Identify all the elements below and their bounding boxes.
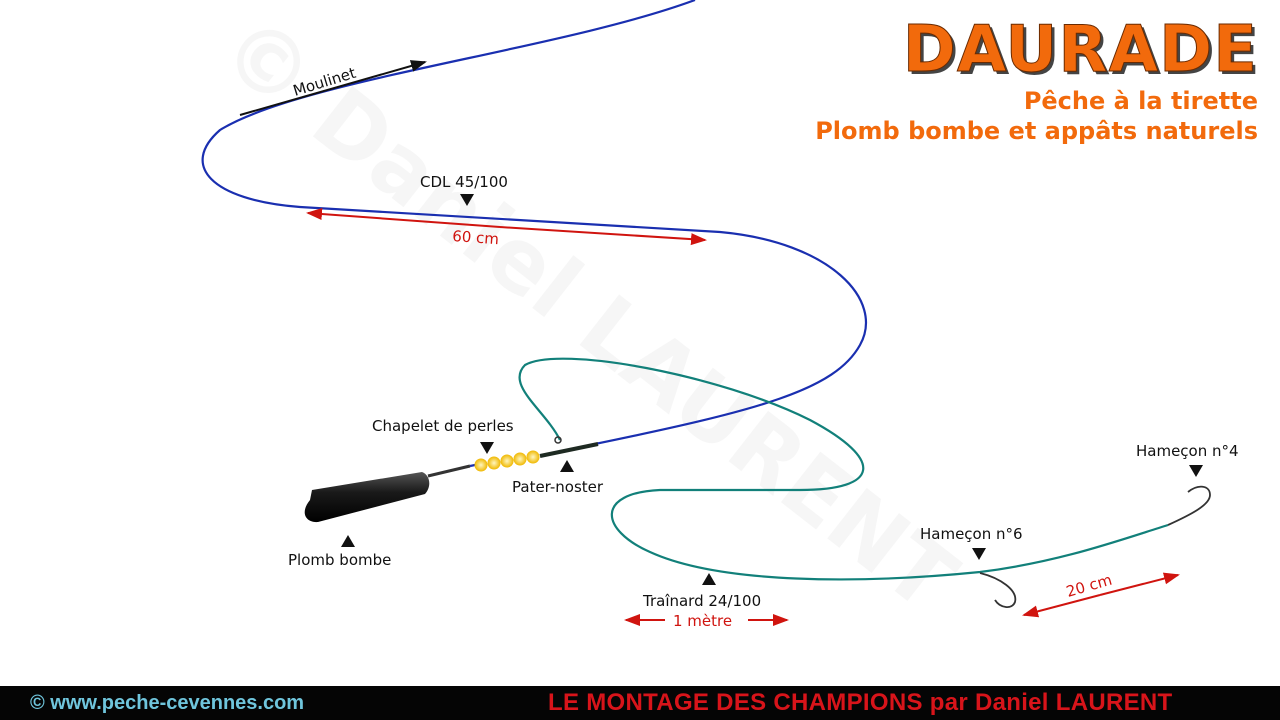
footer-bar: © www.peche-cevennes.com LE MONTAGE DES … [0,686,1280,720]
measure-60cm-left [306,208,501,228]
subtitle-technique: Pêche à la tirette [1023,87,1258,115]
label-plomb: Plomb bombe [288,551,391,569]
pointer-plomb [341,535,355,547]
label-60cm: 60 cm [452,227,500,248]
pater-noster-icon [539,442,599,458]
plomb-bombe-icon [304,472,430,523]
swivel-icon [427,464,471,478]
label-trainard: Traînard 24/100 [642,592,761,610]
pointer-pater [560,460,574,472]
trainard-line [518,357,1169,581]
pointer-hook4 [1189,465,1203,477]
measure-60cm-right [499,226,707,246]
hook-4-icon [1167,485,1211,526]
footer-credit: LE MONTAGE DES CHAMPIONS par Daniel LAUR… [548,689,1173,716]
label-chapelet: Chapelet de perles [372,417,514,435]
measure-20cm-right [1099,572,1180,596]
measure-20cm-left [1022,594,1101,618]
page-title: DAURADE [902,13,1258,87]
label-cdl: CDL 45/100 [420,173,508,191]
pointer-hook6 [972,548,986,560]
website-link[interactable]: © www.peche-cevennes.com [30,692,305,714]
pointer-trainard [702,573,716,585]
pater-swivel-icon [554,436,562,444]
label-1m: 1 mètre [673,612,732,630]
label-hook6: Hameçon n°6 [920,525,1023,543]
label-20cm: 20 cm [1064,571,1114,601]
watermark: © Daniel LAURENT [202,0,975,631]
rig-diagram: © Daniel LAURENT Moulinet CDL 45/100 60 … [201,0,1239,631]
hook-6-icon [979,572,1017,608]
subtitle-rig: Plomb bombe et appâts naturels [815,117,1258,145]
pointer-chapelet [480,442,494,454]
moulinet-arrow [239,60,427,116]
beads-icon [474,450,540,472]
pointer-cdl [460,194,474,206]
label-hook4: Hameçon n°4 [1136,442,1239,460]
label-pater: Pater-noster [512,478,604,496]
